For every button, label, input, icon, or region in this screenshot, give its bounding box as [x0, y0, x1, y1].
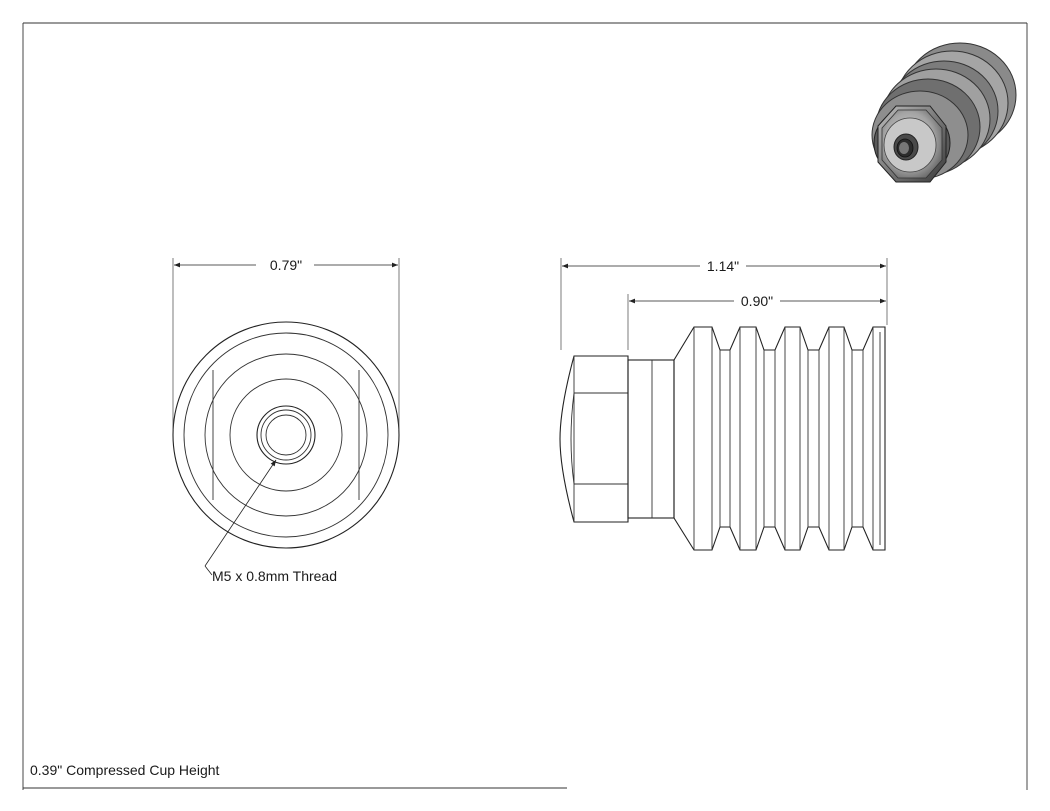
thread-callout-label: M5 x 0.8mm Thread — [212, 568, 337, 584]
compressed-height-note: 0.39" Compressed Cup Height — [30, 762, 220, 778]
bellows-length-label: 0.90" — [741, 293, 773, 309]
sheet-border — [22, 22, 1028, 790]
dimension-bellows-length: 0.90" — [627, 293, 886, 350]
dimension-overall-length: 1.14" — [560, 258, 888, 350]
dimension-front-diameter: 0.79" — [172, 257, 400, 430]
thread-callout: M5 x 0.8mm Thread — [204, 459, 337, 584]
side-view — [559, 326, 886, 551]
isometric-view — [871, 42, 1017, 183]
overall-length-label: 1.14" — [707, 258, 739, 274]
front-view — [172, 321, 400, 549]
front-diameter-label: 0.79" — [270, 257, 302, 273]
